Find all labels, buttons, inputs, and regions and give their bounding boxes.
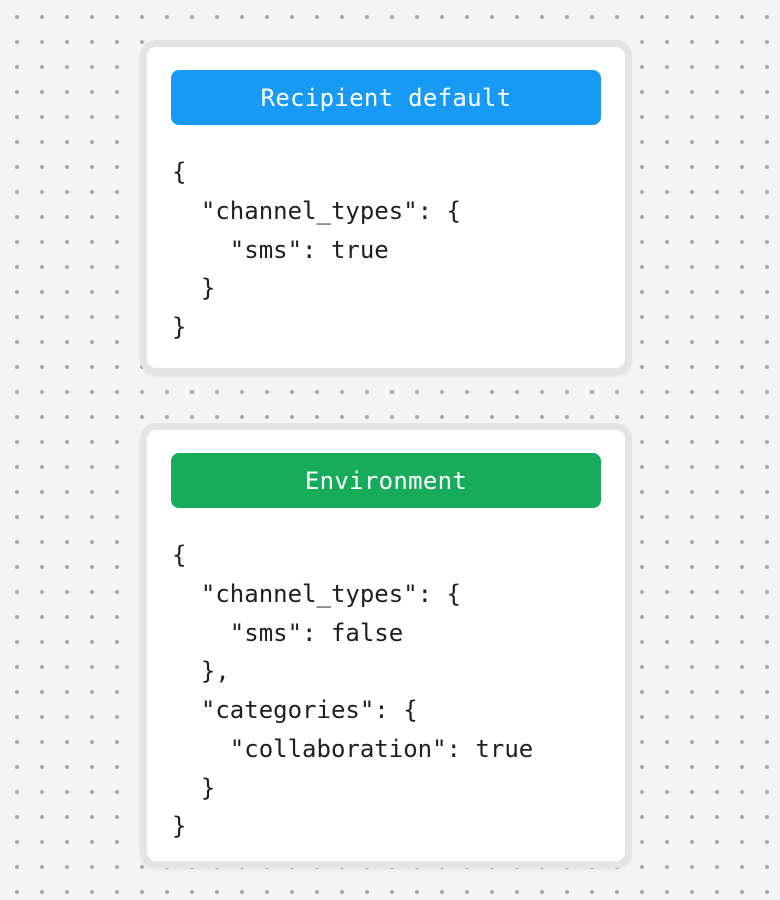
environment-json-code: { "channel_types": { "sms": false }, "ca… [172, 541, 534, 841]
recipient-default-header-badge: Recipient default [171, 70, 601, 125]
environment-header-badge: Environment [171, 453, 601, 508]
recipient-default-json-code: { "channel_types": { "sms": true } } [172, 158, 461, 341]
card-environment: Environment { "channel_types": { "sms": … [140, 423, 632, 868]
card-recipient-default: Recipient default { "channel_types": { "… [140, 40, 632, 375]
